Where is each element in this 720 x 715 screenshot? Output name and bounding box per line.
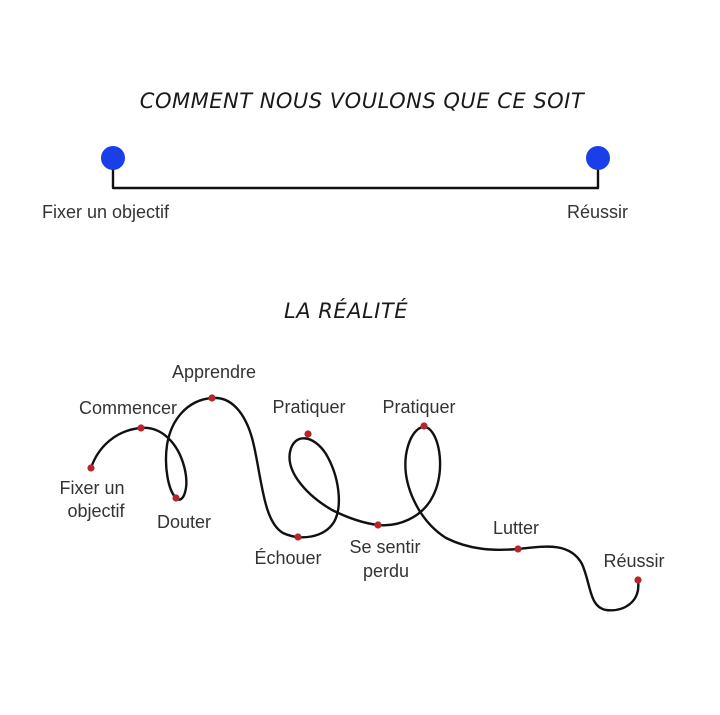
marker-echouer [294,533,302,541]
ideal-straight-line [111,164,600,190]
ideal-start-label: Fixer un objectif [42,202,170,222]
marker-pratiquer-2 [420,422,428,430]
label-perdu-line1: Se sentir [349,537,420,557]
marker-reussir [634,576,642,584]
ideal-start-dot [101,146,125,170]
marker-douter [172,494,180,502]
label-apprendre: Apprendre [172,362,256,382]
label-pratiquer-1: Pratiquer [272,397,345,417]
label-echouer: Échouer [254,548,321,568]
reality-title: LA RÉALITÉ [284,298,408,323]
marker-apprendre [208,394,216,402]
ideal-title: COMMENT NOUS VOULONS QUE CE SOIT [140,89,586,113]
label-fixer-line2: objectif [67,501,125,521]
label-lutter: Lutter [493,518,539,538]
ideal-end-dot [586,146,610,170]
label-reussir: Réussir [603,551,664,571]
label-commencer: Commencer [79,398,177,418]
ideal-end-label: Réussir [567,202,628,222]
marker-pratiquer-1 [304,430,312,438]
label-douter: Douter [157,512,211,532]
marker-se-sentir-perdu [374,521,382,529]
marker-fixer-objectif [87,464,95,472]
reality-winding-line [89,396,640,612]
label-pratiquer-2: Pratiquer [382,397,455,417]
marker-lutter [514,545,522,553]
label-perdu-line2: perdu [363,561,409,581]
label-fixer-line1: Fixer un [59,478,124,498]
marker-commencer [137,424,145,432]
